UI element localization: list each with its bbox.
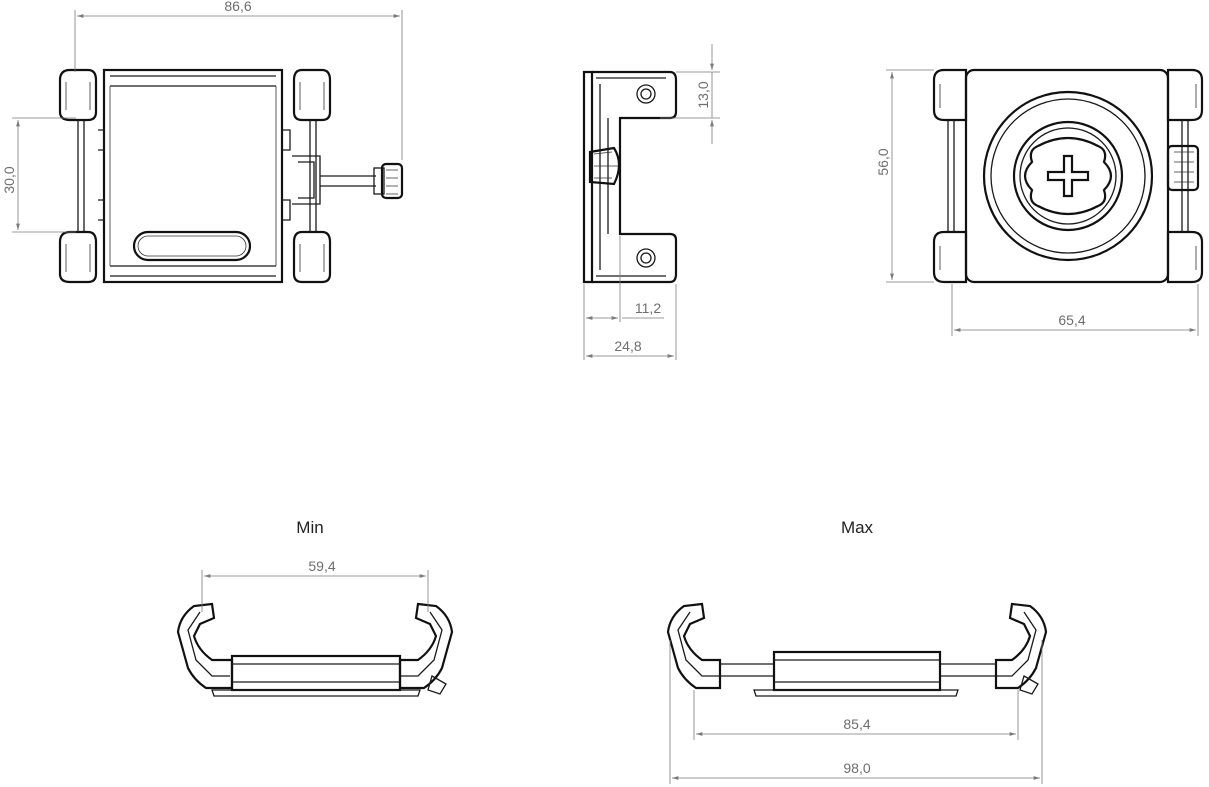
dimension-side-depth-inner: 11,2 xyxy=(583,236,677,360)
min-view-title: Min xyxy=(296,518,323,537)
dimension-max-overall: 98,0 xyxy=(669,640,1043,784)
dimension-label: 11,2 xyxy=(635,300,661,316)
dimension-side-hole-offset: 13,0 xyxy=(660,44,720,144)
dimension-label: 24,8 xyxy=(614,338,641,354)
dimension-min-opening: 59,4 xyxy=(201,558,429,612)
dimension-back-height: 56,0 xyxy=(875,69,934,283)
dimension-label: 56,0 xyxy=(875,148,891,175)
dimension-label: 65,4 xyxy=(1058,312,1085,328)
dimension-label: 30,0 xyxy=(1,166,17,193)
dimension-label: 85,4 xyxy=(843,716,870,732)
min-view xyxy=(176,602,454,697)
dimension-back-width: 65,4 xyxy=(951,284,1199,336)
dimension-front-height: 30,0 xyxy=(1,117,76,233)
max-view-title: Max xyxy=(841,518,874,537)
dimension-side-depth-total: 24,8 xyxy=(586,338,674,358)
front-view xyxy=(58,68,404,284)
dimension-label: 86,6 xyxy=(224,0,251,14)
dimension-max-opening: 85,4 xyxy=(693,690,1019,740)
max-view xyxy=(666,602,1048,697)
side-view xyxy=(582,70,678,284)
dimension-overall-width: 86,6 xyxy=(74,0,403,160)
dimension-label: 59,4 xyxy=(308,558,335,574)
dimension-label: 98,0 xyxy=(843,760,870,776)
dimension-label: 13,0 xyxy=(695,81,711,108)
back-view xyxy=(932,68,1204,284)
